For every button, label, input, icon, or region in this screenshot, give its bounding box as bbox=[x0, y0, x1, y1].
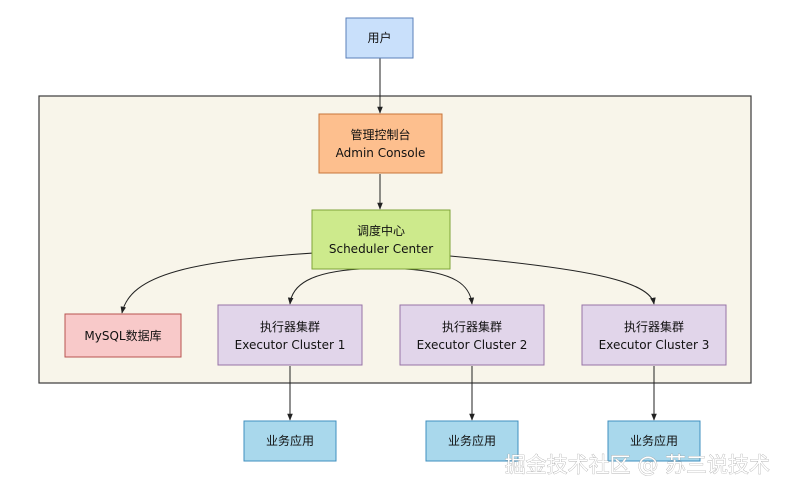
node-executor-3-label-en: Executor Cluster 3 bbox=[599, 338, 710, 352]
node-admin-console: 管理控制台 Admin Console bbox=[318, 113, 443, 174]
node-scheduler-center: 调度中心 Scheduler Center bbox=[311, 209, 451, 270]
node-admin-console-label-cn: 管理控制台 bbox=[350, 127, 410, 142]
node-app-2-label: 业务应用 bbox=[448, 433, 496, 448]
edge-scheduler-executor3 bbox=[449, 255, 656, 305]
edge-scheduler-executor2 bbox=[404, 268, 475, 305]
node-scheduler-center-label-cn: 调度中心 bbox=[357, 223, 405, 238]
node-executor-2-label-en: Executor Cluster 2 bbox=[417, 338, 528, 352]
node-user: 用户 bbox=[345, 17, 414, 59]
node-executor-2-label-cn: 执行器集群 bbox=[442, 319, 502, 334]
node-business-app-1: 业务应用 bbox=[243, 420, 337, 462]
node-executor-cluster-3: 执行器集群 Executor Cluster 3 bbox=[581, 304, 727, 366]
node-executor-1-label-en: Executor Cluster 1 bbox=[235, 338, 346, 352]
node-scheduler-center-label-en: Scheduler Center bbox=[329, 242, 433, 256]
node-executor-cluster-2: 执行器集群 Executor Cluster 2 bbox=[399, 304, 545, 366]
node-admin-console-label-en: Admin Console bbox=[336, 146, 426, 160]
edge-scheduler-executor1 bbox=[287, 268, 361, 305]
node-executor-cluster-1: 执行器集群 Executor Cluster 1 bbox=[217, 304, 363, 366]
edge-scheduler-mysql bbox=[120, 251, 331, 314]
node-business-app-2: 业务应用 bbox=[425, 420, 519, 462]
node-mysql-label: MySQL数据库 bbox=[84, 328, 161, 343]
watermark-text: 掘金技术社区 @ 苏三说技术 bbox=[505, 453, 770, 477]
node-executor-3-label-cn: 执行器集群 bbox=[624, 319, 684, 334]
node-app-3-label: 业务应用 bbox=[630, 433, 678, 448]
node-mysql: MySQL数据库 bbox=[64, 313, 182, 358]
node-app-1-label: 业务应用 bbox=[266, 433, 314, 448]
edges bbox=[120, 58, 657, 421]
node-user-label: 用户 bbox=[367, 30, 391, 45]
node-executor-1-label-cn: 执行器集群 bbox=[260, 319, 320, 334]
node-business-app-3: 业务应用 bbox=[607, 420, 701, 462]
